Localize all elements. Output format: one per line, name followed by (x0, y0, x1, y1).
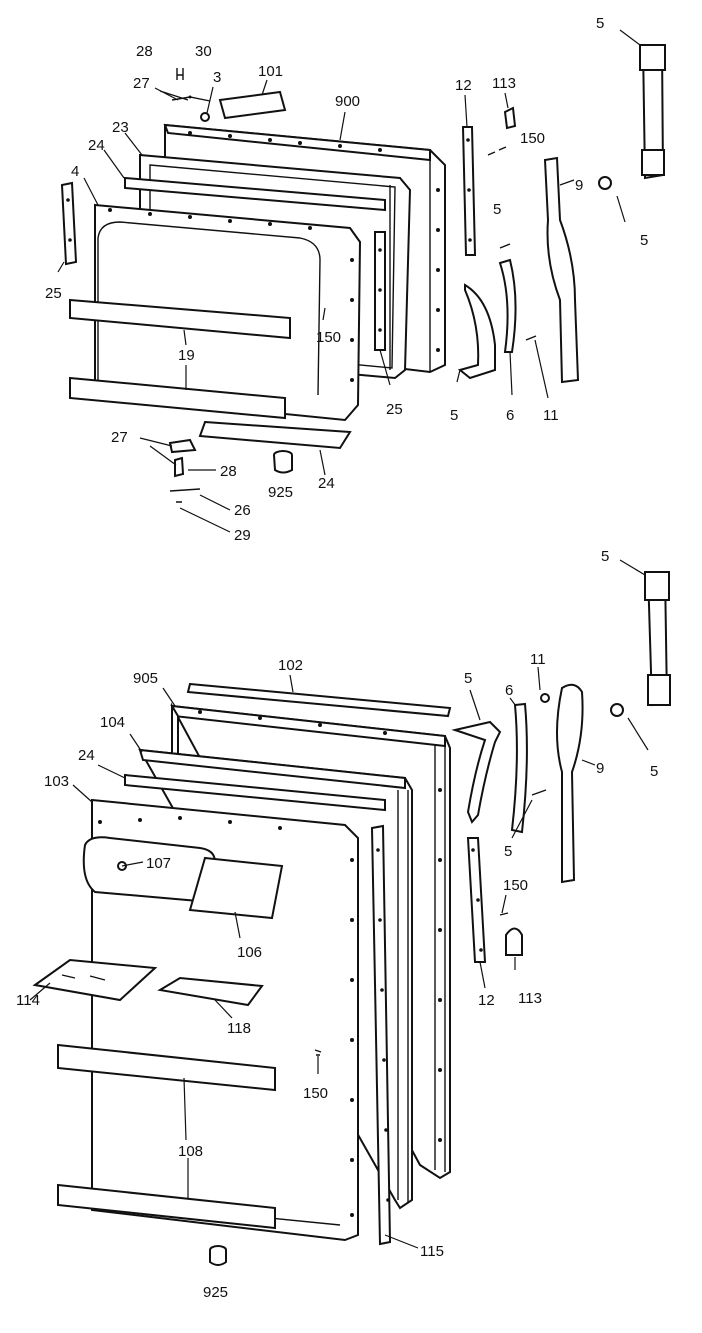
top-hinge-parts-27-28-30 (171, 68, 211, 102)
callout-5-screw-lower: 5 (650, 763, 658, 780)
callout-24-upper-bottom: 24 (318, 475, 335, 492)
hinge-cover-5-lower (644, 571, 671, 707)
top-strip-102 (186, 682, 452, 718)
callout-29: 29 (234, 527, 251, 544)
callout-150-lower-b: 150 (303, 1085, 328, 1102)
callout-106: 106 (237, 944, 262, 961)
screw-150-lower-inner (314, 1049, 322, 1056)
door-shelf-19-bottom (69, 376, 286, 420)
upper-door-assembly: 28 30 27 3 101 900 12 113 150 5 9 5 23 2… (45, 15, 666, 544)
lower-hinge-5-upper (457, 283, 496, 380)
callout-150-upper-a: 150 (520, 130, 545, 147)
leader-lines-lower (29, 559, 649, 1249)
callout-5-mid-upper: 5 (493, 201, 501, 218)
stop-6-upper (498, 258, 517, 353)
callout-27-bottom: 27 (111, 429, 128, 446)
callout-23: 23 (112, 119, 129, 136)
handle-9-upper (543, 156, 580, 384)
door-shelf-19-top (69, 298, 291, 340)
handle-cap-101 (218, 90, 287, 120)
callout-4: 4 (71, 163, 79, 180)
callout-6-upper: 6 (506, 407, 514, 424)
callout-104: 104 (100, 714, 125, 731)
callout-28-top: 28 (136, 43, 153, 60)
callout-108: 108 (178, 1143, 203, 1160)
door-shelf-108-top (57, 1043, 276, 1092)
callouts-lower: 5 102 905 5 6 11 104 24 103 107 9 5 5 15… (16, 548, 658, 1301)
callout-102: 102 (278, 657, 303, 674)
side-retainer-115 (370, 824, 392, 1246)
bottom-hinge-parts-26-29 (168, 438, 201, 503)
callout-26: 26 (234, 502, 251, 519)
lower-door-assembly: 5 102 905 5 6 11 104 24 103 107 9 5 5 15… (16, 548, 671, 1301)
callout-12-upper: 12 (455, 77, 472, 94)
callout-12-lower: 12 (478, 992, 495, 1009)
callout-114: 114 (16, 992, 40, 1009)
callout-3: 3 (213, 69, 221, 86)
callout-11-lower: 11 (530, 651, 546, 668)
handle-9-lower (556, 683, 584, 884)
callout-107: 107 (146, 855, 171, 872)
clip-113 (503, 106, 517, 130)
retainer-strip-24-bottom (198, 420, 352, 450)
callout-27-top: 27 (133, 75, 150, 92)
callout-101: 101 (258, 63, 283, 80)
callout-925-upper: 925 (268, 484, 293, 501)
callout-5-top-right-lower: 5 (601, 548, 609, 565)
callout-9-upper: 9 (575, 177, 583, 194)
callout-113-lower: 113 (518, 990, 542, 1007)
screw-11-lower (540, 693, 550, 703)
callout-115: 115 (420, 1243, 444, 1260)
butter-compartment-107 (82, 836, 217, 904)
retainer-strip-24-lower (124, 773, 386, 812)
callout-19: 19 (178, 347, 195, 364)
clip-113-lower (505, 927, 523, 956)
foot-925-upper (273, 450, 293, 474)
screw-5-lower-right (610, 703, 624, 717)
callout-25-left: 25 (45, 285, 62, 302)
callout-24-upper-top: 24 (88, 137, 105, 154)
small-shelf-118 (157, 976, 264, 1007)
stop-6-lower (510, 702, 528, 834)
callout-28-bottom: 28 (220, 463, 237, 480)
callout-150-upper-b: 150 (316, 329, 341, 346)
retainer-strip-24-top (124, 176, 386, 212)
callout-925-lower: 925 (203, 1284, 228, 1301)
callout-5-screw-upper: 5 (640, 232, 648, 249)
hinge-cover-5-upper (639, 44, 666, 180)
hinge-bar-12-lower (466, 837, 487, 963)
callout-9-lower: 9 (596, 760, 604, 777)
egg-shelf-114 (32, 958, 158, 1002)
callout-5-mid-lower: 5 (504, 843, 512, 860)
callout-5-top-right: 5 (596, 15, 604, 32)
hinge-bar-12 (461, 126, 477, 256)
callout-150-lower-a: 150 (503, 877, 528, 894)
screw-150-upper (487, 146, 507, 156)
callout-905: 905 (133, 670, 158, 687)
top-hinge-5-lower (451, 720, 502, 824)
callout-118: 118 (227, 1020, 251, 1037)
side-retainer-25-right (374, 231, 386, 351)
callout-30: 30 (195, 43, 212, 60)
door-shelf-108-bottom (57, 1183, 276, 1230)
callout-11-upper: 11 (543, 407, 559, 424)
side-retainer-25-left (60, 181, 78, 266)
callout-24-lower: 24 (78, 747, 95, 764)
screw-5-upper-right (598, 176, 612, 190)
callout-5-lower-hinge-upper: 5 (450, 407, 458, 424)
foot-925-lower (209, 1245, 227, 1266)
callout-5-hinge-lower: 5 (464, 670, 472, 687)
compartment-door-106 (188, 856, 284, 920)
callout-103: 103 (44, 773, 69, 790)
callout-25-right: 25 (386, 401, 403, 418)
screw-3 (200, 112, 210, 122)
callout-900: 900 (335, 93, 360, 110)
leader-lines-upper (57, 29, 641, 533)
callouts-upper: 28 30 27 3 101 900 12 113 150 5 9 5 23 2… (45, 15, 648, 544)
callout-113-upper: 113 (492, 75, 516, 92)
screw-150-lower (499, 912, 509, 916)
callout-6-lower: 6 (505, 682, 513, 699)
